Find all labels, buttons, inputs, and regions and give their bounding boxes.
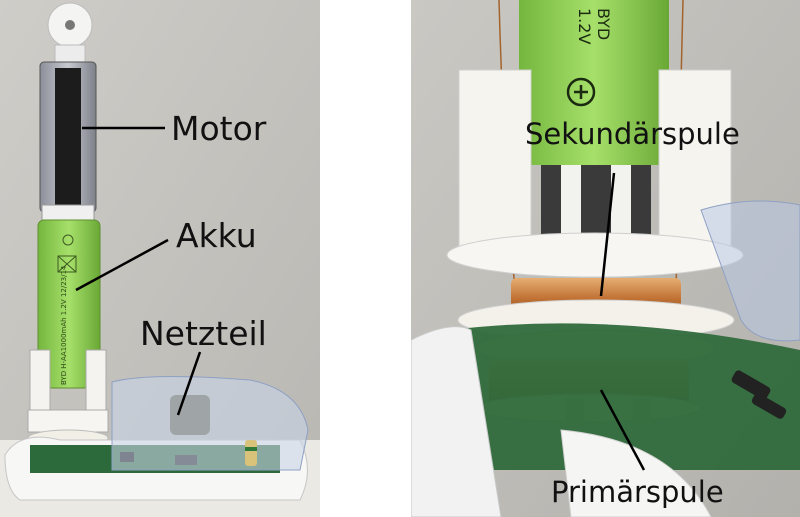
battery-print: BYD H-AA1000mAh 1.2V 12/23/14 (60, 265, 68, 385)
gear (47, 2, 93, 66)
akku-leader-line (75, 238, 169, 292)
battery-closeup-voltage: 1.2V (574, 8, 594, 45)
base-housing-right (411, 326, 712, 517)
photo-left-overview: BYD H-AA1000mAh 1.2V 12/23/14 (0, 0, 320, 517)
battery-closeup-print: BYD 1.2V (553, 8, 613, 68)
label-motor: Motor (171, 109, 267, 148)
transparent-cover (700, 200, 800, 342)
pcb (451, 323, 800, 470)
coils-closeup-photo (411, 0, 800, 517)
netzteil-leader-line (176, 351, 202, 416)
photo-right-coils: BYD 1.2V Sekundärspule Primärspule (411, 0, 800, 517)
label-primaerspule: Primärspule (551, 475, 724, 509)
battery-holder (27, 349, 109, 433)
motor-body (39, 61, 97, 222)
toothbrush-internals-photo: BYD H-AA1000mAh 1.2V 12/23/14 (0, 0, 320, 517)
battery: BYD H-AA1000mAh 1.2V 12/23/14 (37, 219, 101, 389)
primaerspule-leader-line (599, 389, 646, 471)
battery-closeup (519, 0, 669, 165)
battery-closeup-brand: BYD (594, 8, 613, 41)
label-netzteil: Netzteil (140, 314, 267, 353)
label-sekundaerspule: Sekundärspule (525, 117, 740, 151)
label-akku: Akku (176, 216, 257, 255)
sekundaerspule-leader-line (599, 172, 616, 297)
power-supply-cover (111, 375, 309, 471)
